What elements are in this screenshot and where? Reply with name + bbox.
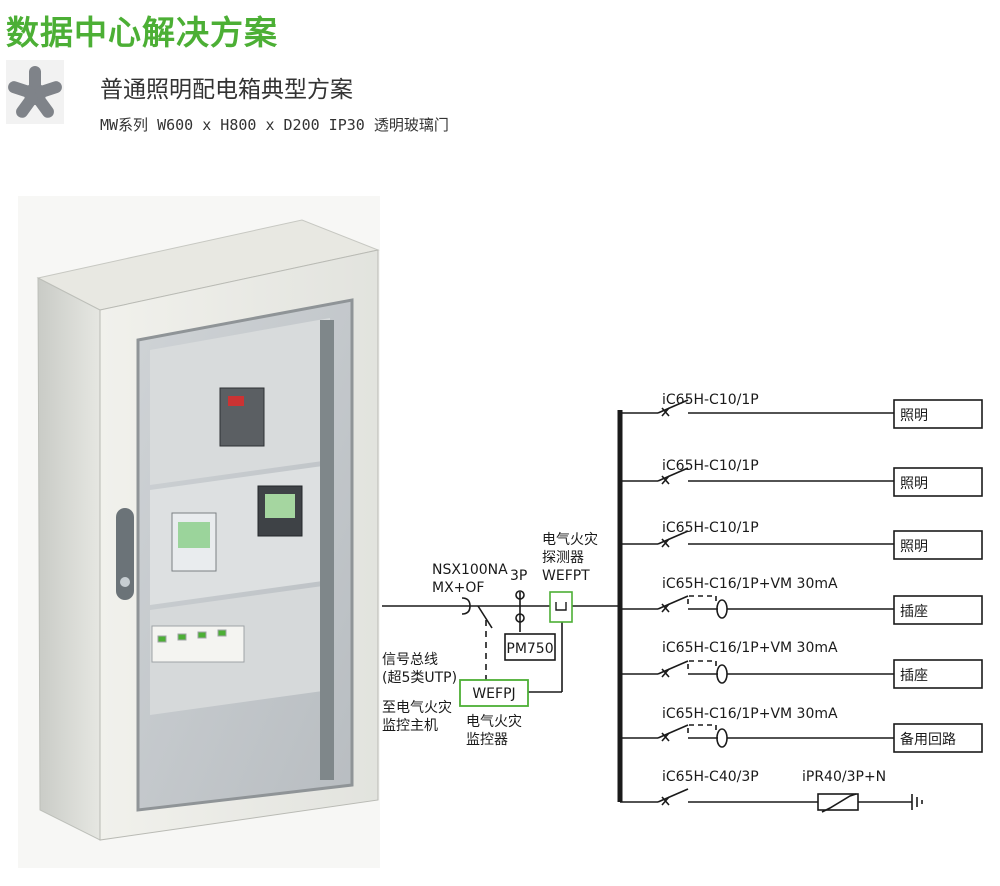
- pm750-meter-box: [504, 633, 556, 661]
- host-label: 至电气火灾: [382, 699, 452, 716]
- feeder-load-box: [893, 659, 983, 689]
- spd-label: iPR40/3P+N: [802, 769, 886, 785]
- signal-bus-label: 信号总线: [382, 652, 438, 668]
- feeder-load-box: [893, 723, 983, 753]
- single-line-diagram: PM750 WEFPJ NSX100NA MX+OF 3P 电气火灾 探测器 W…: [382, 392, 983, 813]
- feeder-row: iC65H-C16/1P+VM 30mA 备用回路: [620, 706, 983, 753]
- cabinet-photo: [0, 190, 385, 875]
- host-label: 监控主机: [382, 718, 438, 734]
- spd-feeder-row: iC65H-C40/3P iPR40/3P+N: [620, 769, 923, 813]
- feeder-load-label: 照明: [900, 476, 928, 492]
- page-subtitle: 普通照明配电箱典型方案: [100, 77, 353, 103]
- feeder-breaker-label: iC65H-C10/1P: [662, 520, 759, 536]
- page-title: 数据中心解决方案: [6, 13, 278, 52]
- spd-symbol: [817, 793, 859, 811]
- feeder-breaker-label: iC65H-C10/1P: [662, 458, 759, 474]
- feeder-load-box: [893, 595, 983, 625]
- wefpj-caption: 监控器: [466, 732, 508, 748]
- wefpj-caption: 电气火灾: [466, 713, 522, 730]
- detector-model-label: WEFPT: [542, 568, 590, 584]
- feeder-load-label: 插座: [900, 668, 928, 684]
- nsx-accessory-label: MX+OF: [432, 580, 484, 596]
- feeder-breaker-label: iC65H-C16/1P+VM 30mA: [662, 576, 838, 592]
- feeder-breaker-label: iC65H-C10/1P: [662, 392, 759, 408]
- feeder-load-box: [893, 467, 983, 497]
- modular-breakers: [151, 625, 245, 663]
- feeder-breaker-label: iC65H-C16/1P+VM 30mA: [662, 640, 838, 656]
- feeder-breaker-label: iC65H-C16/1P+VM 30mA: [662, 706, 838, 722]
- feeder-row: iC65H-C10/1P 照明: [620, 520, 983, 560]
- detector-label: 探测器: [542, 550, 584, 566]
- wefpt-detector-box: [549, 591, 573, 623]
- feeder-load-box: [893, 399, 983, 429]
- feeder-load-label: 照明: [900, 539, 928, 555]
- ct-label: 3P: [510, 568, 527, 584]
- feeder-row: iC65H-C16/1P+VM 30mA 插座: [620, 640, 983, 689]
- pm750-label: PM750: [506, 641, 553, 657]
- star-icon: [6, 60, 64, 124]
- feeder-row: iC65H-C10/1P 照明: [620, 458, 983, 497]
- feeder-load-label: 照明: [900, 408, 928, 424]
- nsx-label: NSX100NA: [432, 562, 508, 578]
- cabinet-side: [37, 277, 101, 841]
- signal-cable-label: (超5类UTP): [382, 670, 457, 686]
- feeder-load-label: 插座: [900, 604, 928, 620]
- door-handle: [116, 508, 134, 600]
- feeder-row: iC65H-C10/1P 照明: [620, 392, 983, 429]
- feeder-load-box: [893, 530, 983, 560]
- wefpj-label: WEFPJ: [472, 686, 515, 702]
- detector-label: 电气火灾: [542, 531, 598, 548]
- enclosure-spec: MW系列 W600 x H800 x D200 IP30 透明玻璃门: [100, 116, 449, 134]
- spd-breaker-label: iC65H-C40/3P: [662, 769, 759, 785]
- wefpj-monitor-box: [459, 679, 529, 707]
- feeder-load-label: 备用回路: [900, 731, 956, 748]
- feeder-row: iC65H-C16/1P+VM 30mA 插座: [620, 576, 983, 625]
